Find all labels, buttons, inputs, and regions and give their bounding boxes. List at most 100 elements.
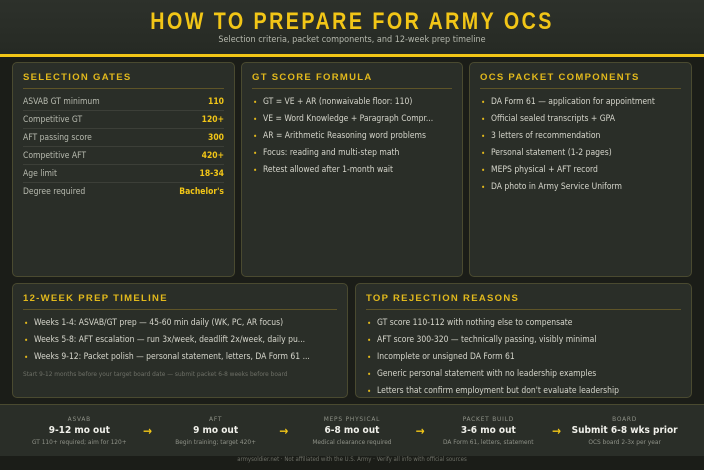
gate-label: AFT passing score — [23, 132, 92, 143]
gate-row: Competitive AFT 420+ — [23, 147, 224, 165]
list-item-text: MEPS physical + AFT record — [491, 164, 598, 175]
list-item-text: Official sealed transcripts + GPA — [491, 113, 615, 124]
milestone: PACKET BUILD 3-6 mo out DA Form 61, letter… — [433, 415, 543, 446]
list-item-text: 3 letters of recommendation — [491, 130, 601, 141]
gate-row: ASVAB GT minimum 110 — [23, 93, 224, 111]
bullet-icon: • — [367, 319, 372, 328]
list-item-text: Weeks 9-12: Packet polish — personal sta… — [34, 351, 310, 362]
bullet-icon: • — [481, 183, 486, 192]
page-subtitle: Selection criteria, packet components, a… — [218, 35, 486, 45]
list-item-text: VE = Word Knowledge + Paragraph Compr... — [263, 113, 434, 124]
milestone-timing: 3-6 mo out — [460, 425, 516, 436]
bullet-icon: • — [481, 149, 486, 158]
milestone-timing: Submit 6-8 wks prior — [571, 425, 678, 436]
gate-label: Competitive AFT — [23, 150, 87, 161]
milestone-label: AFT — [209, 415, 223, 423]
gate-label: Competitive GT — [23, 114, 83, 125]
bullet-icon: • — [24, 353, 29, 362]
list-item-text: GT = VE + AR (nonwaivable floor: 110) — [263, 96, 413, 107]
bullet-icon: • — [481, 115, 486, 124]
milestone-label: ASVAB — [67, 415, 91, 423]
list-item-text: DA photo in Army Service Uniform — [491, 181, 622, 192]
milestone-timing: 9 mo out — [193, 425, 239, 436]
card-title: OCS PACKET COMPONENTS — [480, 72, 681, 89]
milestone-timing: 6-8 mo out — [324, 425, 380, 436]
list-item-text: Personal statement (1-2 pages) — [491, 147, 612, 158]
bullet-icon: • — [367, 336, 372, 345]
milestone-detail: GT 110+ required; aim for 120+ — [31, 438, 127, 446]
milestone-strip: ASVAB 9-12 mo out GT 110+ required; aim fo… — [0, 404, 704, 456]
list-item: •DA Form 61 — application for appointmen… — [480, 93, 681, 110]
bullet-icon: • — [367, 353, 372, 362]
milestone-timing: 9-12 mo out — [48, 425, 110, 436]
footer: armysoldier.net · Not affiliated with th… — [237, 456, 467, 463]
gate-label: Age limit — [23, 168, 58, 179]
gate-label: Degree required — [23, 187, 86, 197]
gate-row: Degree required Bachelor's — [23, 183, 224, 201]
bullet-icon: • — [481, 166, 486, 175]
arrow-right-icon: → — [551, 423, 561, 438]
bullet-icon: • — [253, 166, 258, 175]
list-item-text: Focus: reading and multi-step math — [263, 147, 400, 158]
timeline-note: Start 9-12 months before your target boa… — [23, 370, 288, 378]
gate-value: 420+ — [201, 150, 224, 161]
milestone-label: MEPS PHYSICAL — [323, 415, 381, 423]
page-title: HOW TO PREPARE FOR ARMY OCS — [150, 8, 554, 35]
header: HOW TO PREPARE FOR ARMY OCS Selection cr… — [0, 0, 704, 57]
bullet-icon: • — [253, 98, 258, 107]
list-item: •Letters that confirm employment but don… — [366, 382, 681, 397]
list-item-text: AR = Arithmetic Reasoning word problems — [263, 130, 426, 141]
bullet-icon: • — [367, 370, 372, 379]
card-title: SELECTION GATES — [23, 72, 224, 89]
list-item: • GT = VE + AR (nonwaivable floor: 110) — [252, 93, 452, 110]
rejection-reasons-card: TOP REJECTION REASONS • GT score 110-112 … — [355, 283, 692, 398]
list-item-text: Weeks 1-4: ASVAB/GT prep — 45-60 min dai… — [34, 317, 284, 328]
list-item: • Personal statement (1-2 pages) — [480, 144, 681, 161]
list-item: • Focus: reading and multi-step math — [252, 144, 452, 161]
list-item: •Weeks 1-4: ASVAB/GT prep — 45-60 min da… — [23, 314, 337, 331]
list-item-text: GT score 110-112 with nothing else to co… — [377, 317, 573, 328]
arrow-right-icon: → — [415, 423, 425, 438]
gate-row: AFT passing score 300 — [23, 129, 224, 147]
list-item-text: Incomplete or unsigned DA Form 61 — [377, 351, 515, 362]
bullet-icon: • — [253, 115, 258, 124]
bullet-icon: • — [367, 387, 372, 396]
arrow-right-icon: → — [142, 423, 152, 438]
milestone-detail: OCS board 2-3x per year — [588, 438, 661, 446]
gate-value: 110 — [208, 96, 224, 107]
milestone-label: PACKET BUILD — [462, 415, 514, 423]
bullet-icon: • — [253, 149, 258, 158]
list-item-text: AFT score 300-320 — technically passing,… — [377, 334, 597, 345]
milestone-detail: Medical clearance required — [312, 438, 392, 446]
bullet-icon: • — [253, 132, 258, 141]
milestone-label: BOARD — [612, 415, 638, 423]
milestone: ASVAB 9-12 mo out GT 110+ required; aim fo… — [24, 415, 134, 446]
list-item: • 3 letters of recommendation — [480, 127, 681, 144]
list-item-text: Generic personal statement with no leade… — [377, 368, 597, 379]
list-item: • MEPS physical + AFT record — [480, 161, 681, 178]
gate-value: 120+ — [201, 114, 224, 125]
list-item: • VE = Word Knowledge + Paragraph Compr..… — [252, 110, 452, 127]
card-title: TOP REJECTION REASONS — [366, 293, 681, 310]
milestone-detail: DA Form 61, letters, statement — [442, 438, 534, 446]
list-item: • Generic personal statement with no lead… — [366, 365, 681, 382]
list-item: • AFT score 300-320 — technically passing… — [366, 331, 681, 348]
gate-value: 300 — [208, 132, 224, 143]
list-item: • GT score 110-112 with nothing else to c… — [366, 314, 681, 331]
list-item: • Official sealed transcripts + GPA — [480, 110, 681, 127]
packet-components-card: OCS PACKET COMPONENTS •DA Form 61 — appl… — [469, 62, 692, 277]
gate-row: Competitive GT 120+ — [23, 111, 224, 129]
gate-value: Bachelor's — [179, 187, 224, 197]
bullet-icon: • — [481, 132, 486, 141]
bullet-icon: • — [24, 336, 29, 345]
bullet-icon: • — [481, 98, 486, 107]
gate-label: ASVAB GT minimum — [23, 96, 100, 107]
list-item: •Retest allowed after 1-month wait — [252, 161, 452, 178]
list-item: • Incomplete or unsigned DA Form 61 — [366, 348, 681, 365]
gt-formula-card: GT SCORE FORMULA •GT = VE + AR (nonwaiva… — [241, 62, 463, 277]
